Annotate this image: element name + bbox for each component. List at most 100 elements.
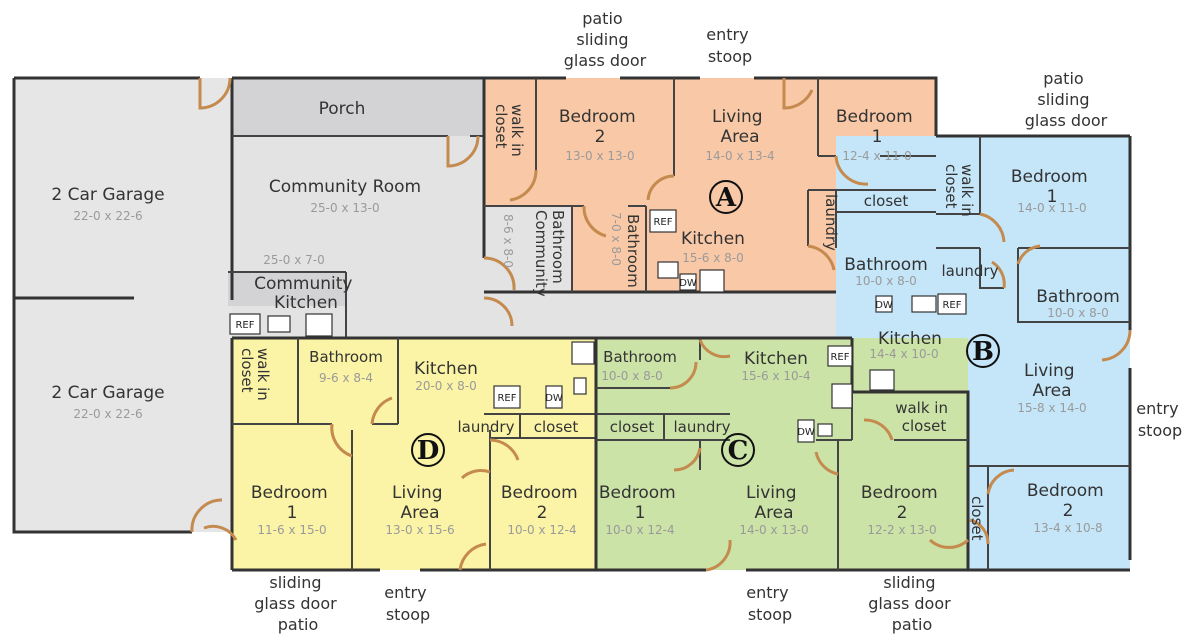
unit-a-walk-in-closet: walk in closet	[492, 104, 526, 162]
unit-b-ref-label: REF	[942, 300, 961, 311]
garage-fill	[14, 78, 232, 532]
garage-bottom-name: 2 Car Garage	[51, 383, 164, 403]
unit-d-bedroom1-name: Bedroom 1	[251, 483, 333, 523]
unit-c-letter: C	[728, 436, 749, 466]
corridor-fill	[484, 292, 836, 338]
unit-c-closet: closet	[610, 418, 655, 436]
unit-d-fill	[232, 338, 596, 570]
unit-a-bathroom-name: Bathroom	[624, 214, 642, 288]
community-bathroom-dims: 8-6 x 8-0	[501, 214, 515, 268]
unit-d-laundry: laundry	[458, 418, 515, 436]
unit-d-bedroom2-name: Bedroom 2	[501, 483, 583, 523]
unit-a-living-name: Living Area	[712, 107, 768, 147]
unit-a-bathroom-dims: 7-0 x 8-0	[609, 212, 623, 266]
unit-c-marker	[721, 433, 755, 467]
patio-c-label: sliding glass door patio	[868, 573, 956, 634]
unit-b-closet: closet	[968, 496, 986, 541]
unit-a-closet: closet	[864, 192, 909, 210]
unit-b-bedroom2-dims: 13-4 x 10-8	[1033, 521, 1102, 535]
unit-d-bedroom2-dims: 10-0 x 12-4	[507, 523, 576, 537]
unit-a-bathroom2-name: Bathroom	[844, 255, 928, 275]
unit-d-ref-label: REF	[497, 393, 516, 404]
unit-a-marker	[709, 180, 743, 214]
doors	[190, 77, 1132, 572]
community-kitchen-fill	[228, 272, 346, 306]
unit-a-bedroom1-dims: 12-4 x 11-0	[842, 149, 911, 163]
unit-c-kitchen-dims: 15-6 x 10-4	[741, 369, 810, 383]
community-ref-label: REF	[235, 320, 254, 331]
unit-c-bedroom2-name: Bedroom 2	[861, 483, 943, 523]
unit-b-living-name: Living Area	[1024, 361, 1080, 401]
unit-c-fill	[596, 338, 968, 570]
unit-c-ref-label: REF	[830, 352, 849, 363]
unit-c-living-name: Living Area	[746, 483, 802, 523]
unit-b-dw-label: DW	[875, 300, 893, 311]
unit-b-kitchen-name: Kitchen	[878, 329, 942, 349]
unit-c-living-dims: 14-0 x 13-0	[739, 523, 808, 537]
community-bathroom-fill	[484, 206, 572, 292]
unit-c-bedroom1-dims: 10-0 x 12-4	[605, 523, 674, 537]
unit-d-dw-label: DW	[545, 393, 563, 404]
unit-a-bedroom2-name: Bedroom 2	[559, 107, 641, 147]
unit-b-bathroom-dims: 10-0 x 8-0	[1047, 306, 1109, 320]
porch-label: Porch	[319, 99, 366, 119]
unit-b: walk in closet Bedroom 1 14-0 x 11-0 lau…	[869, 164, 1119, 541]
unit-c-kitchen-name: Kitchen	[744, 349, 808, 369]
unit-d-bathroom-dims: 9-6 x 8-4	[319, 371, 373, 385]
unit-d-kitchen-name: Kitchen	[414, 359, 478, 379]
community-bathroom-name: Community Bathroom	[532, 210, 567, 302]
unit-a-living-dims: 14-0 x 13-4	[705, 149, 774, 163]
unit-b-bathroom-name: Bathroom	[1036, 287, 1120, 307]
entry-d-label: entry stoop	[384, 583, 431, 624]
unit-d-bedroom1-dims: 11-6 x 15-0	[257, 523, 326, 537]
community-kitchen-dims: 25-0 x 7-0	[263, 253, 325, 267]
unit-c: Bathroom 10-0 x 8-0 Kitchen 15-6 x 10-4 …	[599, 348, 948, 537]
unit-d-living-dims: 13-0 x 15-6	[385, 523, 454, 537]
unit-c-bathroom-name: Bathroom	[603, 348, 677, 366]
unit-b-walk-in-closet: walk in closet	[942, 164, 976, 222]
unit-a-kitchen-name: Kitchen	[681, 229, 745, 249]
unit-a-bedroom2-dims: 13-0 x 13-0	[565, 149, 634, 163]
garage-top-dims: 22-0 x 22-6	[73, 209, 142, 223]
unit-b-kitchen-dims: 14-4 x 10-0	[869, 347, 938, 361]
unit-b-marker	[966, 334, 1000, 368]
community-kitchen-name: Community Kitchen	[254, 274, 358, 313]
unit-b-bedroom2-name: Bedroom 2	[1027, 481, 1109, 521]
unit-c-bedroom1-name: Bedroom 1	[599, 483, 681, 523]
unit-c-bedroom2-dims: 12-2 x 13-0	[867, 523, 936, 537]
entry-b-label: entry stoop	[1136, 399, 1183, 440]
unit-a-bathroom2-dims: 10-0 x 8-0	[855, 274, 917, 288]
patio-a-label: patio sliding glass door	[564, 9, 647, 70]
unit-b-bedroom1-name: Bedroom 1	[1011, 167, 1093, 207]
unit-a-laundry: laundry	[822, 194, 840, 251]
unit-b-bedroom1-dims: 14-0 x 11-0	[1017, 201, 1086, 215]
appliances: REF REF DW DW REF REF DW REF DW	[229, 209, 967, 443]
unit-b-living-dims: 15-8 x 14-0	[1017, 401, 1086, 415]
porch-fill	[232, 78, 484, 136]
unit-c-bathroom-dims: 10-0 x 8-0	[601, 369, 663, 383]
unit-d-marker	[411, 433, 445, 467]
unit-a-kitchen-dims: 15-6 x 8-0	[682, 251, 744, 265]
unit-c-laundry: laundry	[674, 418, 731, 436]
garage-top-name: 2 Car Garage	[51, 185, 164, 205]
community-room-name: Community Room	[269, 177, 421, 197]
unit-d-living-name: Living Area	[392, 483, 448, 523]
unit-a-bedroom1-name: Bedroom 1	[836, 107, 918, 147]
unit-a-dw-label: DW	[679, 278, 697, 289]
patio-b-label: patio sliding glass door	[1025, 69, 1108, 130]
unit-d-kitchen-dims: 20-0 x 8-0	[415, 379, 477, 393]
garage-bottom-dims: 22-0 x 22-6	[73, 407, 142, 421]
unit-d-walk-in-closet: walk in closet	[238, 348, 272, 406]
unit-d-letter: D	[417, 436, 440, 466]
unit-a-ref-label: REF	[653, 217, 672, 228]
unit-d-bathroom-name: Bathroom	[309, 348, 383, 366]
unit-d-closet: closet	[534, 418, 579, 436]
walls	[12, 76, 1132, 572]
unit-c-dw-label: DW	[797, 427, 815, 438]
community-room-dims: 25-0 x 13-0	[310, 201, 379, 215]
unit-d: walk in closet Bathroom 9-6 x 8-4 Kitche…	[238, 348, 583, 537]
entry-c-label: entry stoop	[746, 583, 793, 624]
entry-a-label: entry stoop	[706, 25, 753, 66]
patio-d-label: sliding glass door patio	[254, 573, 342, 634]
